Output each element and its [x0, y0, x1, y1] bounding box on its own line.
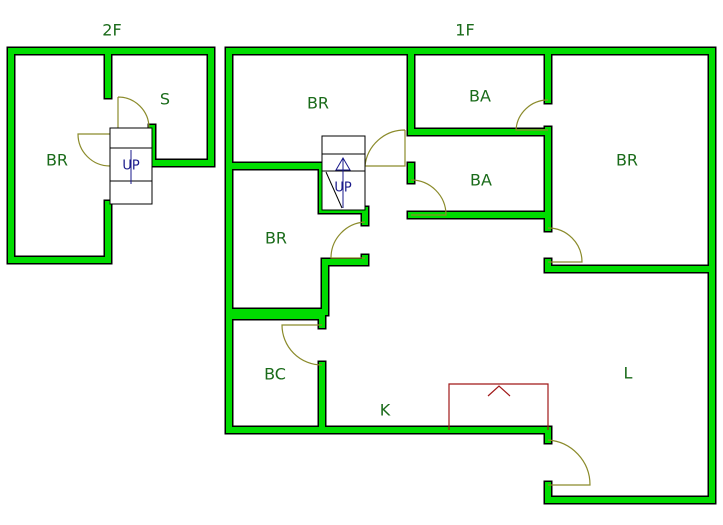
room-label-2f-s: S	[159, 89, 171, 109]
room-label-l: L	[623, 363, 633, 383]
room-label-ba: BA	[470, 170, 492, 190]
wall-segment	[224, 253, 370, 317]
stair-up-label-2f: UP	[122, 158, 140, 174]
room-label-k: K	[379, 400, 391, 420]
door-swing	[547, 439, 591, 486]
door-swing	[330, 221, 366, 259]
door-swing	[281, 324, 323, 366]
walls	[6, 46, 717, 505]
door-swing	[117, 96, 150, 129]
room-label-br: BR	[615, 150, 639, 170]
doors	[77, 96, 591, 486]
stair-up-label-1f: UP	[334, 180, 352, 196]
wall-segment	[226, 255, 368, 315]
room-label-br: BR	[264, 228, 288, 248]
floor-title-2f: 2F	[102, 20, 122, 40]
door-swing	[364, 129, 406, 167]
stair-2f	[109, 127, 153, 205]
door-swing	[77, 133, 111, 167]
wall-segment	[8, 48, 111, 263]
door-swing	[547, 227, 583, 263]
wall-segment	[226, 313, 325, 328]
wall-segment	[226, 48, 551, 443]
stair-1f	[321, 135, 366, 211]
room-label-ba: BA	[469, 86, 491, 106]
wall-segment	[545, 259, 715, 272]
room-label-br: BR	[306, 93, 330, 113]
counter	[448, 383, 549, 430]
door-swing	[410, 179, 447, 216]
room-label-2f-br: BR	[45, 150, 69, 170]
floor-title-1f: 1F	[455, 20, 475, 40]
room-label-bc: BC	[264, 364, 286, 384]
door-swing	[515, 99, 549, 131]
